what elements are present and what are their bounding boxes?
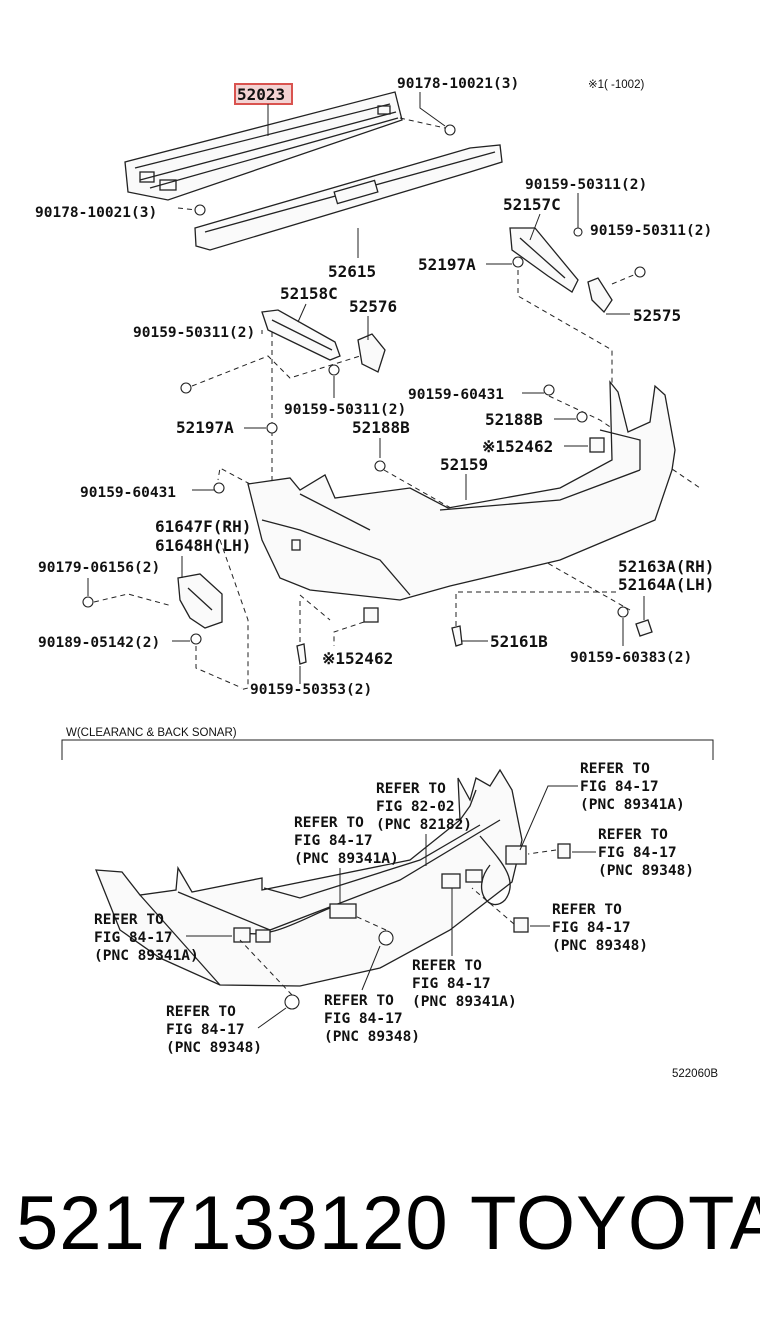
retainer-61647f: [177, 573, 223, 629]
refer-block-g: REFER TO FIG 84-17 (PNC 89341A): [412, 888, 517, 1010]
svg-text:REFER TO: REFER TO: [552, 902, 622, 918]
bumper-cover-52159: [247, 380, 676, 601]
refer-block-f: REFER TO FIG 84-17 (PNC 89348): [530, 902, 648, 954]
refer-block-b: REFER TO FIG 82-02 (PNC 82182): [376, 781, 472, 866]
label-90159-b: 90159-50311(2): [590, 223, 712, 239]
label-52157c: 52157C: [503, 195, 561, 214]
clip-52462-b: [363, 607, 379, 623]
bracket-52576: [357, 333, 386, 373]
label-52615: 52615: [328, 262, 376, 281]
label-90159-50353: 90159-50353(2): [250, 682, 372, 698]
section-bracket: [61, 739, 714, 760]
diagram-code: 522060B: [672, 1068, 718, 1080]
footer: 5217133120 TOYOTA: [0, 1180, 760, 1290]
label-61647f: 61647F(RH): [155, 517, 251, 536]
refer-block-e: REFER TO FIG 84-17 (PNC 89341A): [94, 912, 232, 964]
label-52576: 52576: [349, 297, 397, 316]
label-61648h: 61648H(LH): [155, 536, 251, 555]
part-number: 5217133120: [16, 1181, 449, 1266]
energy-absorber-52615: [194, 144, 503, 251]
svg-text:REFER TO: REFER TO: [598, 827, 668, 843]
label-90178-left: 90178-10021(3): [35, 205, 157, 221]
svg-text:FIG 84-17: FIG 84-17: [94, 930, 173, 946]
reinforcement-bar-52023: [124, 91, 403, 201]
label-52462-a: ※152462: [482, 437, 553, 456]
bracket-52575: [587, 277, 613, 314]
svg-text:(PNC 89348): (PNC 89348): [166, 1040, 262, 1056]
label-90159-60431-a: 90159-60431: [408, 387, 504, 403]
svg-text:(PNC 89341A): (PNC 89341A): [94, 948, 199, 964]
svg-text:FIG 84-17: FIG 84-17: [294, 833, 373, 849]
svg-text:FIG 84-17: FIG 84-17: [324, 1011, 403, 1027]
label-52197a-l: 52197A: [176, 418, 234, 437]
svg-text:(PNC 82182): (PNC 82182): [376, 817, 472, 833]
svg-text:(PNC 89348): (PNC 89348): [552, 938, 648, 954]
svg-text:FIG 84-17: FIG 84-17: [580, 779, 659, 795]
label-52188b-b: 52188B: [352, 418, 410, 437]
label-52163a: 52163A(RH): [618, 557, 714, 576]
label-90159-d: 90159-50311(2): [284, 402, 406, 418]
svg-text:(PNC 89341A): (PNC 89341A): [294, 851, 399, 867]
label-52023: 52023: [237, 85, 285, 104]
brand-name: TOYOTA: [470, 1181, 760, 1266]
label-90159-60383: 90159-60383(2): [570, 650, 692, 666]
svg-text:(PNC 89348): (PNC 89348): [598, 863, 694, 879]
label-90189: 90189-05142(2): [38, 635, 160, 651]
label-90179: 90179-06156(2): [38, 560, 160, 576]
svg-text:FIG 84-17: FIG 84-17: [552, 920, 631, 936]
svg-text:REFER TO: REFER TO: [376, 781, 446, 797]
parts-diagram: 52023 90178-10021(3) ※1( -1002) 90178-10…: [35, 76, 718, 1080]
label-52462-b: ※152462: [322, 649, 393, 668]
bumper-cover-sonar: [95, 768, 571, 1010]
svg-text:FIG 84-17: FIG 84-17: [412, 976, 491, 992]
svg-text:REFER TO: REFER TO: [94, 912, 164, 928]
label-52197a-r: 52197A: [418, 255, 476, 274]
section-title: W(CLEARANC & BACK SONAR): [66, 727, 237, 739]
svg-text:REFER TO: REFER TO: [294, 815, 364, 831]
label-90178-top: 90178-10021(3): [397, 76, 519, 92]
label-90159-c: 90159-50311(2): [133, 325, 255, 341]
label-90159-a: 90159-50311(2): [525, 177, 647, 193]
refer-block-h: REFER TO FIG 84-17 (PNC 89348): [324, 945, 420, 1045]
svg-text:REFER TO: REFER TO: [580, 761, 650, 777]
label-90159-60431-b: 90159-60431: [80, 485, 176, 501]
svg-text:(PNC 89341A): (PNC 89341A): [580, 797, 685, 813]
refer-block-a: REFER TO FIG 84-17 (PNC 89341A): [519, 761, 685, 851]
label-52188b-a: 52188B: [485, 410, 543, 429]
refer-block-i: REFER TO FIG 84-17 (PNC 89348): [166, 1004, 287, 1056]
bolt-90178-left: [194, 204, 206, 216]
label-52159: 52159: [440, 455, 488, 474]
label-52158c: 52158C: [280, 284, 338, 303]
refer-block-d: REFER TO FIG 84-17 (PNC 89348): [572, 827, 694, 879]
label-52161b: 52161B: [490, 632, 548, 651]
refer-block-c: REFER TO FIG 84-17 (PNC 89341A): [294, 815, 399, 904]
svg-text:FIG 84-17: FIG 84-17: [166, 1022, 245, 1038]
label-52164a: 52164A(LH): [618, 575, 714, 594]
label-note-top: ※1( -1002): [588, 79, 644, 91]
bolt-90178-top: [444, 124, 456, 136]
svg-text:(PNC 89348): (PNC 89348): [324, 1029, 420, 1045]
svg-text:FIG 82-02: FIG 82-02: [376, 799, 455, 815]
highlight-52023: [234, 83, 293, 105]
svg-text:FIG 84-17: FIG 84-17: [598, 845, 677, 861]
label-52575: 52575: [633, 306, 681, 325]
bracket-52158c: [261, 309, 341, 361]
svg-text:REFER TO: REFER TO: [412, 958, 482, 974]
svg-text:(PNC 89341A): (PNC 89341A): [412, 994, 517, 1010]
svg-text:REFER TO: REFER TO: [166, 1004, 236, 1020]
svg-text:REFER TO: REFER TO: [324, 993, 394, 1009]
